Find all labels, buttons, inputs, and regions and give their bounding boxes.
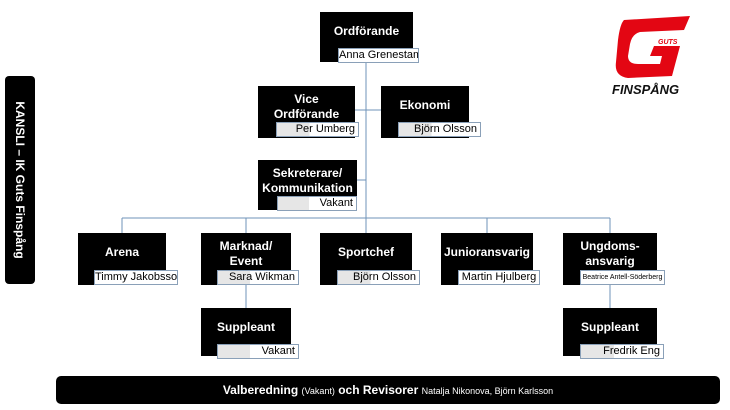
node-title: Arena bbox=[104, 245, 139, 259]
node-arena-name: Timmy Jakobsson bbox=[94, 270, 178, 285]
node-suppleant-ungdom-name: Fredrik Eng bbox=[580, 344, 664, 359]
node-title-line2: Kommunikation bbox=[262, 181, 353, 195]
guts-finspang-logo: GUTS FINSPÅNG bbox=[610, 12, 694, 98]
node-suppleant-marknad-name: Vakant bbox=[217, 344, 299, 359]
node-title-line2: Ordförande bbox=[273, 107, 340, 121]
footer-label1: Valberedning bbox=[222, 383, 299, 397]
footer-valberedning: Valberedning (Vakant) och Revisorer Nata… bbox=[56, 376, 720, 404]
node-title: Suppleant bbox=[580, 320, 639, 334]
sidebar-label: KANSLI – IK Guts Finspång bbox=[13, 101, 27, 259]
node-ungdom-name: Beatrice Antell-Söderberg bbox=[580, 270, 665, 285]
node-title-line1: Ungdoms- bbox=[580, 239, 640, 253]
node-suppleant-marknad: Suppleant bbox=[201, 308, 291, 356]
logo-small-text: GUTS bbox=[658, 39, 678, 46]
guts-logo-icon: GUTS FINSPÅNG bbox=[612, 16, 690, 97]
node-ekonomi-name: Björn Olsson bbox=[398, 122, 481, 137]
footer-note: (Vakant) bbox=[301, 386, 335, 396]
footer-names: Natalja Nikonova, Björn Karlsson bbox=[421, 386, 554, 396]
logo-brand-text: FINSPÅNG bbox=[612, 82, 679, 97]
node-junior-name: Martin Hjulberg bbox=[458, 270, 540, 285]
node-title-line1: Marknad/ bbox=[219, 239, 273, 253]
node-title: Sportchef bbox=[337, 245, 394, 259]
sidebar-kansli: KANSLI – IK Guts Finspång bbox=[5, 76, 35, 284]
node-title: Ordförande bbox=[333, 24, 400, 38]
node-marknad-name: Sara Wikman bbox=[217, 270, 299, 285]
node-sportchef-name: Björn Olsson bbox=[337, 270, 420, 285]
node-title: Ekonomi bbox=[399, 98, 451, 112]
node-sekreterare-name: Vakant bbox=[277, 196, 357, 211]
node-title-line2: Event bbox=[229, 254, 263, 268]
node-title-line2: ansvarig bbox=[585, 254, 635, 268]
node-ordforande-name: Anna Grenestam bbox=[338, 48, 419, 63]
node-vice-name: Per Umberg bbox=[276, 122, 359, 137]
node-title: Suppleant bbox=[216, 320, 275, 334]
node-title-line1: Vice bbox=[294, 92, 319, 106]
node-title: Junioransvarig bbox=[443, 245, 531, 259]
footer-label2: och Revisorer bbox=[338, 383, 419, 397]
node-title-line1: Sekreterare/ bbox=[272, 166, 343, 180]
